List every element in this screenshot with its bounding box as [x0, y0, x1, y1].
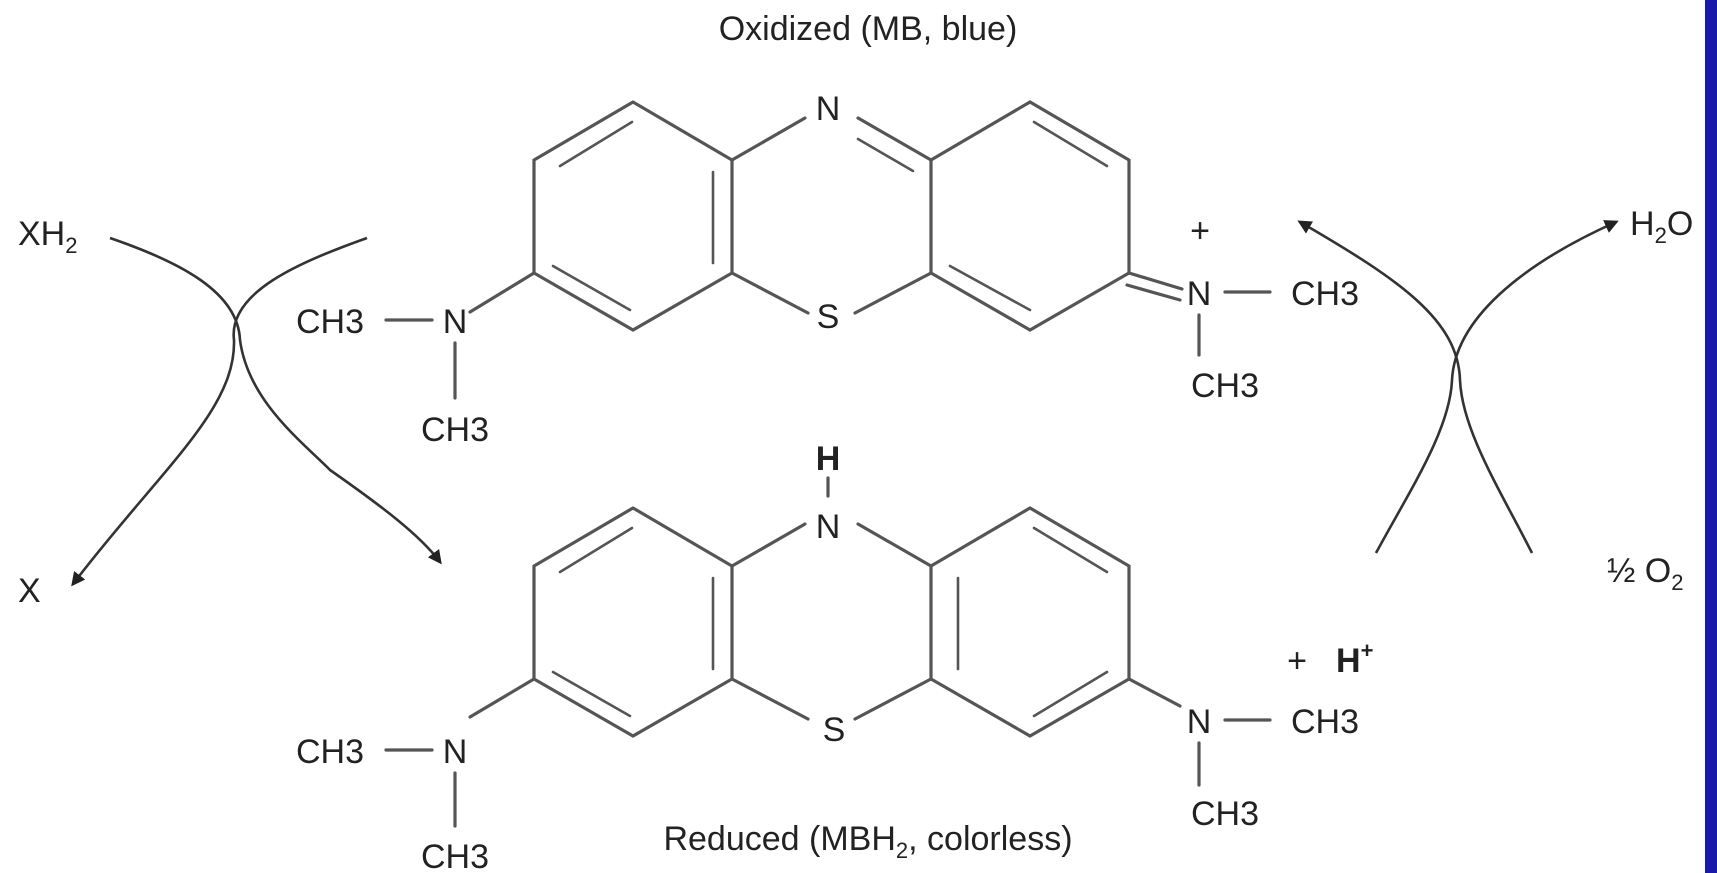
ox-bond-n-ring — [856, 116, 933, 162]
red-left-amine-n: N — [443, 733, 468, 771]
red-right-amine-n: N — [1187, 703, 1212, 741]
right-arrow-to-oxidized — [1297, 220, 1534, 554]
ox-ring-nitrogen: N — [816, 90, 841, 128]
ox-bond-ring-s — [730, 271, 810, 315]
edge-strip — [1705, 0, 1717, 873]
red-ring-nitrogen: N — [816, 508, 841, 546]
ox-bond-ring-n — [730, 116, 807, 162]
ox-left-ring-inner-bond — [558, 120, 634, 168]
ox-right-amine-n: N — [1187, 275, 1212, 313]
ox-bond-s-ring — [853, 271, 933, 315]
red-right-ring-inner-bond — [1032, 526, 1109, 574]
red-left-methyl-side: CH3 — [296, 733, 364, 771]
ox-right-imine-bond-double — [1125, 283, 1182, 302]
left-arrow-to-x — [71, 236, 368, 587]
ox-right-ring-bonds — [929, 100, 1131, 332]
ox-right-methyl-down: CH3 — [1191, 367, 1259, 405]
red-right-amine-bond — [1127, 677, 1182, 708]
right-oxidation-arrows: H2O ½ O2 — [1297, 205, 1693, 595]
red-right-ring-bonds — [929, 506, 1131, 738]
red-left-ring-bonds — [532, 506, 734, 738]
left-product-x: X — [18, 572, 41, 610]
ox-left-ring-inner-bond — [551, 264, 632, 312]
red-proton-plus: + — [1287, 642, 1307, 680]
ox-right-charge: + — [1190, 212, 1210, 250]
red-right-methyl-down: CH3 — [1191, 795, 1259, 833]
red-bond-n-ring — [856, 522, 933, 568]
red-ring-sulfur: S — [823, 711, 846, 749]
red-bond-ring-s — [730, 677, 810, 721]
red-left-amine-bond — [468, 677, 536, 719]
oxidized-molecule: N S N CH3 CH3 + N CH3 CH3 — [296, 90, 1359, 449]
ox-bond-n-ring-double — [856, 137, 915, 173]
ox-left-methyl-side: CH3 — [296, 303, 364, 341]
right-arrow-to-water — [1374, 220, 1619, 554]
red-bond-s-ring — [853, 677, 933, 721]
red-proton: H+ — [1336, 638, 1373, 680]
ox-left-amine-bond — [468, 271, 536, 314]
reduced-title: Reduced (MBH2, colorless) — [663, 820, 1072, 863]
ox-right-imine-bond — [1127, 271, 1184, 291]
oxidized-title: Oxidized (MB, blue) — [719, 10, 1018, 48]
red-right-ring-inner-bond — [1032, 670, 1109, 718]
red-ring-hydrogen: H — [816, 440, 841, 478]
red-left-ring-inner-bond — [551, 670, 632, 718]
reduced-molecule: H N S N CH3 CH3 N CH3 CH3 + H+ — [296, 440, 1373, 873]
right-product-h2o: H2O — [1630, 205, 1693, 248]
right-reactant-half-o2: ½ O2 — [1607, 552, 1684, 595]
ox-ring-sulfur: S — [817, 298, 840, 336]
red-left-ring-inner-bond — [558, 526, 634, 574]
red-left-methyl-down: CH3 — [421, 838, 489, 873]
red-bond-ring-n — [730, 522, 807, 568]
left-arrow-to-reduced — [109, 236, 442, 565]
ox-right-methyl-side: CH3 — [1291, 275, 1359, 313]
ox-right-ring-inner-bond — [1032, 120, 1109, 168]
ox-left-amine-n: N — [443, 303, 468, 341]
red-right-methyl-side: CH3 — [1291, 703, 1359, 741]
ox-right-ring-inner-bond — [948, 264, 1032, 312]
ox-left-ring-bonds — [532, 100, 734, 332]
ox-left-methyl-down: CH3 — [421, 411, 489, 449]
left-reduction-arrows: XH2 X — [18, 215, 442, 610]
left-reactant-xh2: XH2 — [18, 215, 77, 258]
